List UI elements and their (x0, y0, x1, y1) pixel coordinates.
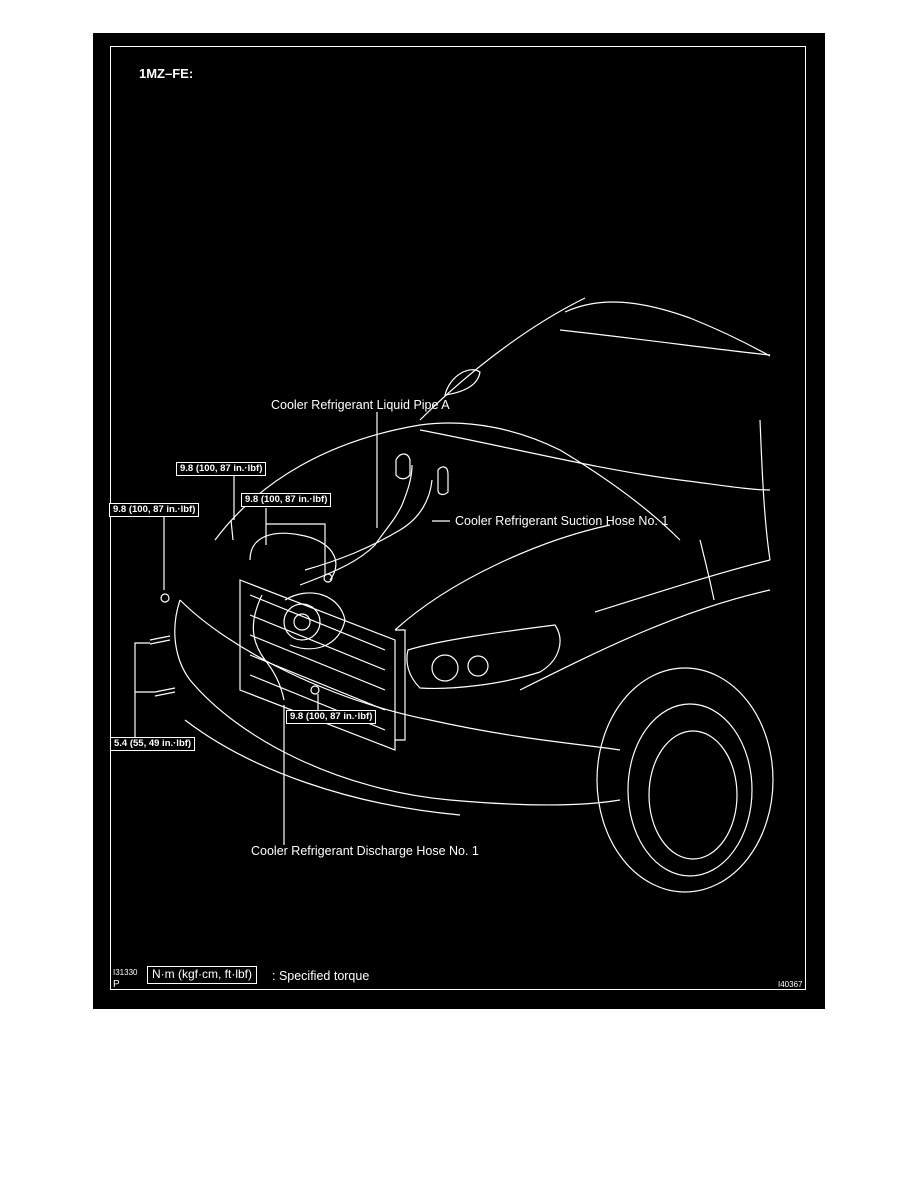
windshield-line (564, 301, 771, 357)
bolt-left-upper (149, 635, 171, 645)
leader-condenser (394, 524, 611, 631)
nut-upper-middle (323, 573, 333, 583)
headlight (406, 624, 561, 690)
callout-liquid-pipe: Cooler Refrigerant Liquid Pipe A (271, 398, 450, 412)
code-right: I40367 (778, 980, 803, 989)
legend-description: : Specified torque (272, 969, 370, 983)
compressor-pulley (283, 603, 321, 641)
body-crease (594, 559, 771, 613)
roof-line (559, 329, 771, 356)
mirror (444, 369, 481, 396)
door-line (699, 539, 715, 601)
condenser-fins-1 (249, 594, 386, 731)
fender-top (419, 429, 771, 491)
hood-edge-line (419, 297, 586, 421)
torque-spec-upper-middle: 9.8 (100, 87 in.·lbf) (241, 493, 332, 508)
diagram-title: 1MZ–FE: (139, 66, 194, 81)
headlight-lens-1 (431, 654, 459, 682)
bumper-left-side (174, 599, 191, 681)
nut-lower-right (310, 685, 320, 695)
compressor-body (284, 592, 346, 650)
torque-spec-left: 9.8 (100, 87 in.·lbf) (109, 503, 200, 518)
discharge-hose-down (252, 594, 285, 701)
a-pillar (759, 419, 771, 561)
wheel-arch (596, 667, 774, 893)
body-side-line (519, 589, 771, 691)
pipe-fitting-1 (395, 453, 411, 480)
callout-discharge-hose: Cooler Refrigerant Discharge Hose No. 1 (251, 844, 479, 858)
condenser-frame (239, 579, 396, 751)
bolt-left-lower (154, 687, 176, 697)
pipe-fitting-2 (437, 466, 449, 496)
tire (627, 703, 753, 877)
headlight-lens-2 (467, 655, 489, 677)
receiver-tank (395, 629, 406, 741)
torque-spec-lower-right: 9.8 (100, 87 in.·lbf) (286, 710, 377, 725)
suction-pipe (304, 479, 433, 571)
bumper-bottom (189, 679, 621, 806)
hood-front-curve (214, 422, 681, 541)
code-left: I31330 (113, 968, 138, 977)
bolt-top (230, 519, 234, 541)
leader-torque-lower-left (134, 642, 155, 737)
compressor-hub (293, 613, 311, 631)
legend-unit-box: N·m (kgf·cm, ft·lbf) (147, 966, 257, 984)
torque-spec-top: 9.8 (100, 87 in.·lbf) (176, 462, 267, 477)
diagram-frame (93, 33, 825, 1009)
callout-suction-hose: Cooler Refrigerant Suction Hose No. 1 (455, 514, 669, 528)
diagram-border (110, 46, 806, 990)
rim (648, 730, 738, 860)
leader-torque-middle (265, 508, 326, 575)
torque-spec-lower-left: 5.4 (55, 49 in.·lbf) (110, 737, 196, 752)
code-letter: P (113, 979, 120, 990)
bumper-lower (184, 719, 461, 816)
bumper-top (179, 599, 621, 751)
discharge-hose-loop (249, 532, 337, 581)
liquid-pipe (299, 464, 413, 586)
nut-left (160, 593, 170, 603)
